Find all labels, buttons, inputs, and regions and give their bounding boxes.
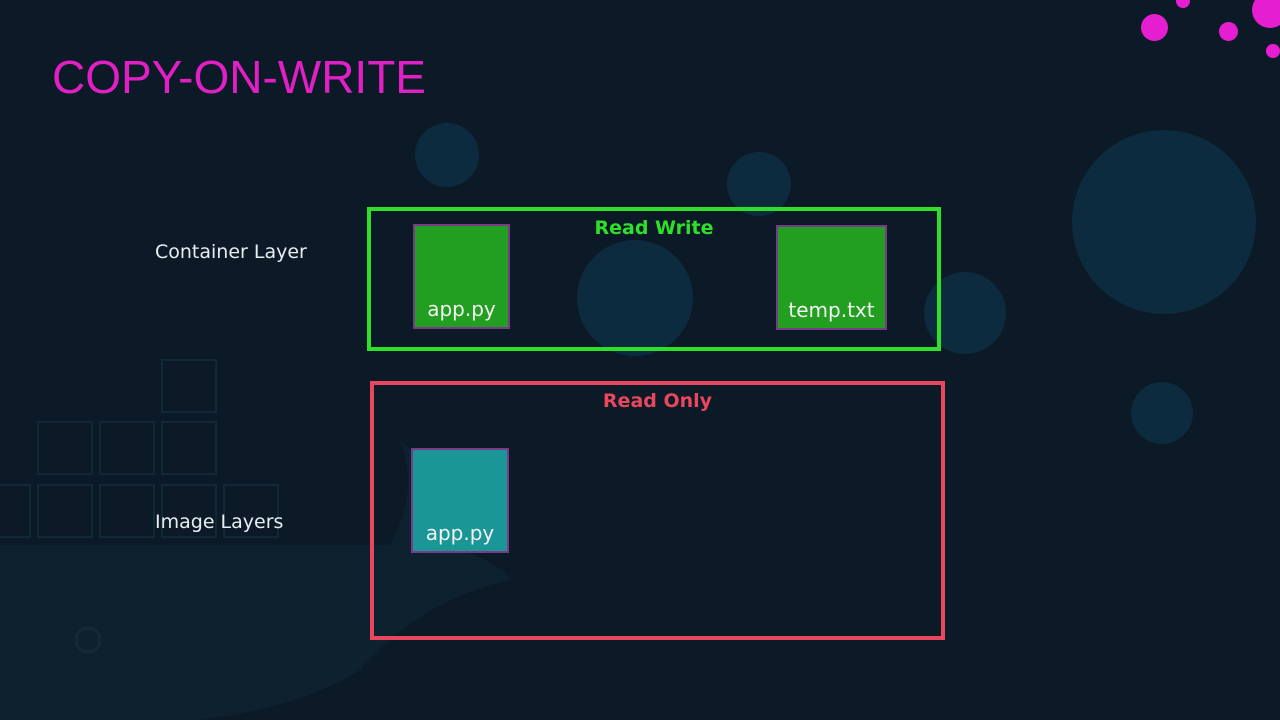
docker-whale-watermark xyxy=(0,359,510,720)
file-temp-txt: temp.txt xyxy=(776,225,887,330)
image-layers-label: Image Layers xyxy=(155,511,284,533)
background-bubble xyxy=(1072,130,1256,314)
file-app-py-image: app.py xyxy=(411,448,509,553)
decor-dot xyxy=(1176,0,1190,8)
read-only-label: Read Only xyxy=(602,390,713,412)
file-name: app.py xyxy=(427,297,496,321)
file-app-py: app.py xyxy=(413,224,510,329)
file-name: app.py xyxy=(425,521,495,545)
container-layer-box: Read Write app.py temp.txt xyxy=(367,207,941,351)
decor-dot xyxy=(1141,14,1168,41)
background-bubble xyxy=(577,240,693,356)
container-layer-label: Container Layer xyxy=(155,241,307,263)
background-bubble xyxy=(415,123,479,187)
decor-dot xyxy=(1219,22,1238,41)
background-bubble xyxy=(727,152,791,216)
image-layers-box: Read Only app.py xyxy=(370,381,945,640)
slide-title: COPY-ON-WRITE xyxy=(52,51,426,103)
read-write-label: Read Write xyxy=(594,217,714,239)
file-name: temp.txt xyxy=(788,298,875,322)
background-bubble xyxy=(1131,382,1193,444)
decor-dot xyxy=(1266,44,1280,58)
decor-dot xyxy=(1252,0,1280,28)
